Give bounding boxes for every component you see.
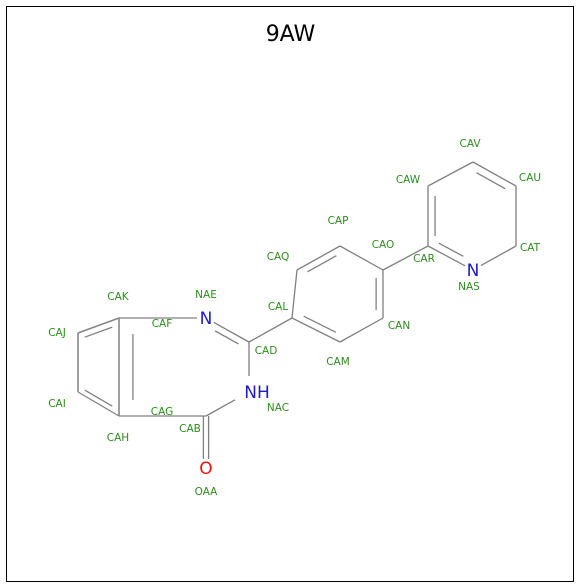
bond-line bbox=[205, 399, 236, 417]
bond-line bbox=[476, 172, 506, 190]
bond-line bbox=[214, 330, 239, 345]
atom-label-cao: CAO bbox=[372, 239, 395, 251]
atom-label-caw: CAW bbox=[396, 174, 421, 186]
bond-line bbox=[291, 317, 341, 343]
atom-symbol-oaa: O bbox=[199, 459, 212, 479]
atom-label-nac: NAC bbox=[267, 402, 289, 414]
bond-line bbox=[77, 317, 120, 334]
atom-symbols-layer: N NH O N bbox=[199, 261, 479, 479]
bond-line bbox=[213, 321, 250, 343]
atom-label-cai: CAI bbox=[48, 398, 66, 410]
atom-label-nas: NAS bbox=[458, 281, 480, 293]
bond-line bbox=[307, 255, 337, 273]
atom-label-cau: CAU bbox=[519, 172, 541, 184]
atom-label-cab: CAB bbox=[179, 423, 201, 435]
atom-label-nae: NAE bbox=[195, 289, 217, 301]
bond-line bbox=[291, 269, 298, 319]
bond-line bbox=[427, 161, 474, 187]
bond-line bbox=[248, 317, 293, 343]
atom-label-caf: CAF bbox=[152, 318, 173, 330]
bonds-layer bbox=[77, 161, 517, 459]
bond-line bbox=[339, 245, 384, 271]
atom-label-cad: CAD bbox=[255, 345, 278, 357]
atom-label-car: CAR bbox=[413, 253, 435, 265]
atom-label-caq: CAQ bbox=[267, 251, 290, 263]
bond-line bbox=[296, 245, 341, 271]
atom-label-cam: CAM bbox=[326, 356, 350, 368]
bond-line bbox=[480, 245, 517, 267]
atom-label-cak: CAK bbox=[107, 291, 130, 303]
atom-label-cav: CAV bbox=[459, 138, 481, 150]
bond-line bbox=[339, 317, 384, 343]
bond-line bbox=[472, 161, 517, 187]
bond-line bbox=[84, 389, 113, 407]
atom-symbol-nac: NH bbox=[244, 383, 270, 403]
atom-label-caj: CAJ bbox=[48, 327, 66, 339]
bond-line bbox=[427, 245, 466, 267]
diagram-frame bbox=[6, 6, 574, 582]
atom-label-oaa: OAA bbox=[195, 486, 219, 498]
bond-line bbox=[303, 315, 337, 333]
molecule-title: 9AW bbox=[265, 22, 316, 47]
bond-line bbox=[382, 245, 429, 271]
atom-label-cal: CAL bbox=[268, 301, 289, 313]
atom-label-cat: CAT bbox=[520, 242, 541, 254]
atom-label-cah: CAH bbox=[107, 432, 129, 444]
atom-label-cag: CAG bbox=[151, 406, 173, 418]
atom-label-can: CAN bbox=[388, 320, 410, 332]
atom-symbol-nae: N bbox=[200, 309, 213, 329]
atom-symbol-nas: N bbox=[467, 261, 480, 281]
atom-label-cap: CAP bbox=[328, 215, 349, 227]
atom-labels-layer: CAV CAW CAU CAP CAO CAQ CAR CAT NAS CAK NAE CAJ CAF C… bbox=[48, 138, 541, 498]
bond-line bbox=[84, 326, 113, 338]
bond-line bbox=[77, 391, 120, 417]
bond-line bbox=[438, 242, 464, 257]
